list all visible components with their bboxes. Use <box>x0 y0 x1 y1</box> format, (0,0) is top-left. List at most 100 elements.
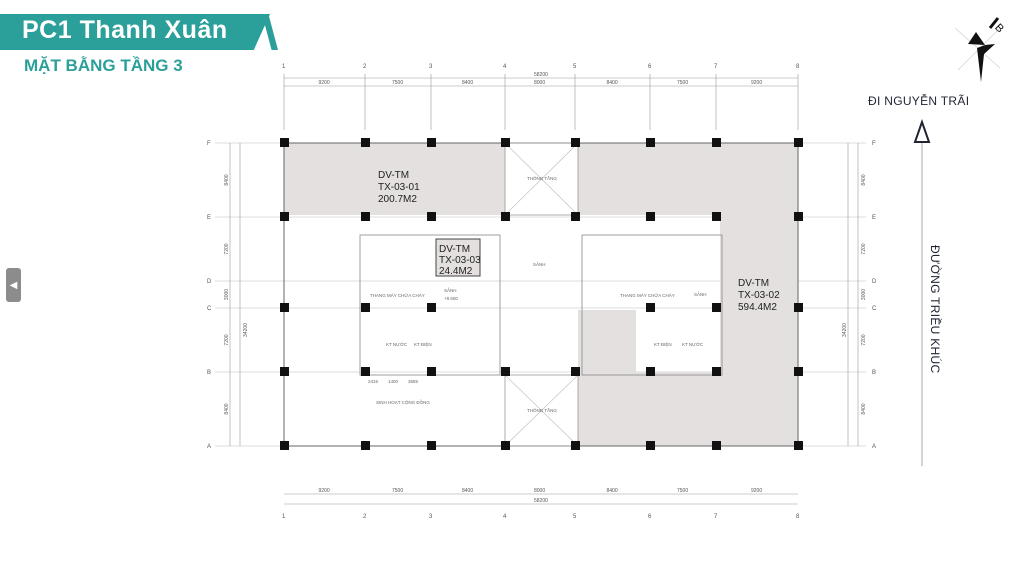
room-label: KT NƯỚC <box>682 341 704 347</box>
grid-row-label: B <box>872 370 876 376</box>
dimension-span: 7500 <box>677 80 688 86</box>
dimension-span: 9200 <box>751 80 762 86</box>
grid-row-label: C <box>207 306 212 312</box>
structural-column <box>646 441 655 450</box>
structural-column <box>280 367 289 376</box>
grid-column-label: 5 <box>573 514 577 520</box>
direction-arrow-icon <box>913 118 931 143</box>
room-label: SẢNH <box>694 291 707 297</box>
dim-label: 1400 <box>388 379 399 384</box>
grid-column-label: 3 <box>429 64 433 70</box>
dimension-total: 58200 <box>534 498 548 504</box>
grid-row-label: D <box>872 279 877 285</box>
structural-column <box>712 441 721 450</box>
grid-column-label: 1 <box>282 514 286 520</box>
grid-row-label: F <box>872 141 876 147</box>
grid-column-label: 6 <box>648 64 652 70</box>
unit-tx-03-02-area[interactable] <box>578 143 798 446</box>
room-label: KT NƯỚC <box>386 341 408 347</box>
dimension-span: 9200 <box>751 488 762 494</box>
grid-column-label: 2 <box>363 514 367 520</box>
structural-column <box>361 212 370 221</box>
structural-column <box>646 212 655 221</box>
structural-column <box>427 138 436 147</box>
unit-area: 594.4M2 <box>738 302 777 313</box>
dimension-span: 3000 <box>861 289 867 300</box>
dimension-span: 8400 <box>607 80 618 86</box>
grid-row-label: B <box>207 370 211 376</box>
structural-column <box>794 441 803 450</box>
structural-column <box>794 303 803 312</box>
structural-column <box>794 212 803 221</box>
unit-type: DV-TM <box>378 170 409 181</box>
structural-column <box>794 367 803 376</box>
structural-column <box>794 138 803 147</box>
dimension-span: 8400 <box>224 403 230 414</box>
page-subtitle: MẶT BẰNG TẦNG 3 <box>24 56 183 75</box>
dimension-span: 9200 <box>319 80 330 86</box>
grid-row-label: F <box>207 141 211 147</box>
room-label: KT ĐIỆN <box>654 340 672 347</box>
room-label: +9.600 <box>444 296 458 301</box>
grid-row-label: A <box>872 444 876 450</box>
void-cross-line <box>504 142 579 216</box>
room-label: THÔNG TẦNG <box>527 175 557 181</box>
structural-column <box>427 367 436 376</box>
unit-code: TX-03-03 <box>439 255 481 266</box>
structural-column <box>280 212 289 221</box>
grid-column-label: 8 <box>796 514 800 520</box>
structural-column <box>646 367 655 376</box>
dimension-span: 7200 <box>861 243 867 254</box>
dimension-span: 8400 <box>861 174 867 185</box>
void-cross-line <box>504 374 579 447</box>
prev-slide-button[interactable]: ◀ <box>6 268 21 302</box>
dimension-span: 9200 <box>319 488 330 494</box>
compass-icon: B <box>954 17 1006 82</box>
dimension-span: 8400 <box>607 488 618 494</box>
unit-tx-03-03-area[interactable] <box>435 238 481 277</box>
grid-row-label: A <box>207 444 211 450</box>
dimension-span: 7200 <box>224 243 230 254</box>
dim-label: 2415 <box>368 379 379 384</box>
page-title: PC1 Thanh Xuân <box>22 16 228 44</box>
void-top <box>504 142 579 216</box>
grid-row-label: E <box>872 215 876 221</box>
void-bottom <box>504 374 579 447</box>
room-label: THANG MÁY CHỮA CHÁY <box>370 292 425 298</box>
dimension-span: 8000 <box>534 488 545 494</box>
structural-column <box>712 212 721 221</box>
unit-area: 24.4M2 <box>439 266 473 277</box>
dimension-span: 3000 <box>224 289 230 300</box>
structural-column <box>571 212 580 221</box>
structural-column <box>712 367 721 376</box>
structural-column <box>361 303 370 312</box>
unit-type: DV-TM <box>738 278 769 289</box>
unit-tx-03-01-area[interactable] <box>284 143 505 215</box>
dimension-span: 7500 <box>392 488 403 494</box>
room-label: SẢNH <box>444 287 457 293</box>
structural-column <box>712 303 721 312</box>
dimension-span: 7500 <box>392 80 403 86</box>
grid-column-label: 4 <box>503 64 507 70</box>
structural-column <box>280 441 289 450</box>
dimension-span: 7500 <box>677 488 688 494</box>
structural-column <box>427 441 436 450</box>
structural-column <box>501 212 510 221</box>
dimension-total: 34200 <box>243 323 249 337</box>
structural-column <box>646 138 655 147</box>
structural-column <box>712 138 721 147</box>
room-label: THÔNG TẦNG <box>527 407 557 413</box>
room-label: KT ĐIỆN <box>414 340 432 347</box>
structural-column <box>361 138 370 147</box>
dimension-total: 34200 <box>842 323 848 337</box>
title-banner <box>0 14 270 50</box>
grid-column-label: 7 <box>714 64 718 70</box>
grid-row-label: C <box>872 306 877 312</box>
structural-column <box>280 303 289 312</box>
grid-column-label: 1 <box>282 64 286 70</box>
structural-column <box>501 367 510 376</box>
room-label: SẢNH <box>533 261 546 267</box>
structural-column <box>501 441 510 450</box>
structural-column <box>361 441 370 450</box>
dimension-total: 58200 <box>534 72 548 78</box>
